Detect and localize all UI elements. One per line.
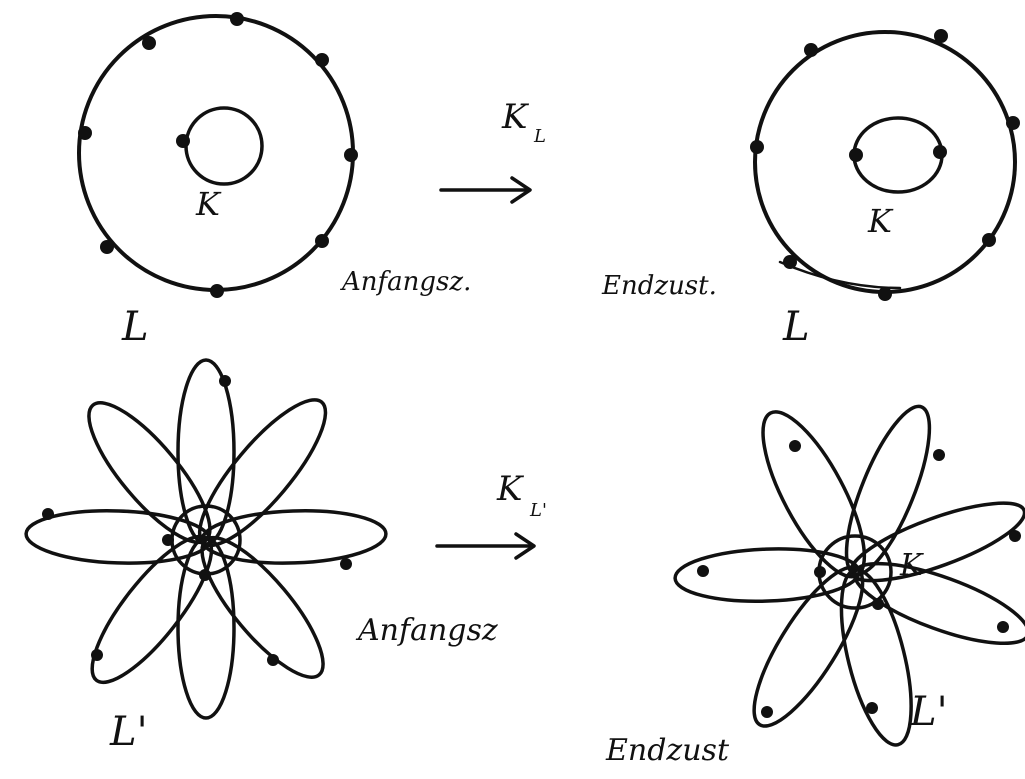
top-final-core-label: K xyxy=(867,202,894,240)
top-initial-core-orbit xyxy=(186,108,262,184)
bottom-transition: K L' xyxy=(437,469,547,558)
core-electron xyxy=(872,598,884,610)
electron xyxy=(100,240,114,254)
electron xyxy=(230,12,244,26)
electron xyxy=(78,126,92,140)
electron xyxy=(866,702,878,714)
top-transition-subscript: L xyxy=(533,126,546,147)
bottom-initial-state-label: Anfangsz xyxy=(355,613,498,648)
electron xyxy=(750,140,764,154)
top-initial-shell-orbit xyxy=(79,16,353,290)
core-electron xyxy=(176,134,190,148)
bottom-final-petals xyxy=(674,397,1025,751)
top-final-state-label: Endzust. xyxy=(601,271,717,301)
core-electron xyxy=(849,148,863,162)
core-electron xyxy=(162,534,174,546)
top-final-state: K L Endzust. xyxy=(601,29,1020,350)
top-initial-state: K L Anfangsz. xyxy=(78,12,471,350)
electron xyxy=(982,233,996,247)
top-initial-core-label: K xyxy=(195,185,222,223)
electron xyxy=(219,375,231,387)
electron xyxy=(934,29,948,43)
electron xyxy=(1006,116,1020,130)
bottom-initial-state: L' Anfangsz xyxy=(25,360,498,755)
elliptic-orbit xyxy=(736,554,881,740)
bottom-final-state: K L' Endzust xyxy=(605,397,1025,768)
bottom-initial-petals xyxy=(25,360,387,718)
electron xyxy=(315,234,329,248)
electron xyxy=(761,706,773,718)
electron xyxy=(91,649,103,661)
bottom-transition-label: K xyxy=(496,469,525,509)
core-electron xyxy=(814,566,826,578)
top-initial-shell-label: L xyxy=(121,304,149,350)
electron xyxy=(697,565,709,577)
electron xyxy=(783,255,797,269)
bottom-final-state-label: Endzust xyxy=(605,733,730,768)
top-transition: K L xyxy=(441,97,546,202)
electron xyxy=(997,621,1009,633)
core-electron xyxy=(199,569,211,581)
electron xyxy=(344,148,358,162)
top-initial-state-label: Anfangsz. xyxy=(340,267,471,297)
top-final-electrons xyxy=(750,29,1020,301)
bottom-transition-subscript: L' xyxy=(529,500,547,521)
top-final-core-orbit xyxy=(854,118,942,192)
bottom-final-core-label: K xyxy=(899,548,924,583)
electron xyxy=(804,43,818,57)
top-transition-label: K xyxy=(501,97,530,137)
electron xyxy=(1009,530,1021,542)
top-final-shell-label: L xyxy=(782,304,810,350)
electron xyxy=(789,440,801,452)
elliptic-orbit xyxy=(744,399,883,590)
electron xyxy=(315,53,329,67)
top-final-shell-orbit xyxy=(755,32,1015,292)
electron xyxy=(878,287,892,301)
bottom-initial-shell-label: L' xyxy=(109,709,148,755)
electron xyxy=(142,36,156,50)
electron xyxy=(42,508,54,520)
core-electron xyxy=(933,145,947,159)
electron xyxy=(340,558,352,570)
electron xyxy=(267,654,279,666)
electron xyxy=(210,284,224,298)
electron xyxy=(933,449,945,461)
bottom-final-shell-label: L' xyxy=(909,689,948,735)
